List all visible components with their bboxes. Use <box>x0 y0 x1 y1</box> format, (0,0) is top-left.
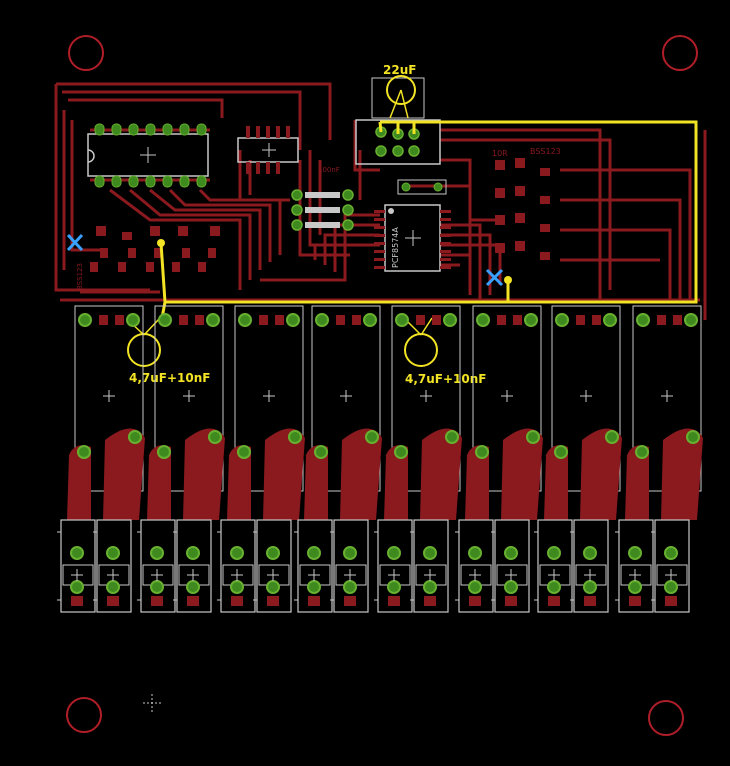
label-22uf: 22uF <box>383 63 416 77</box>
output-module-8 <box>615 305 703 613</box>
bss123-left-label: BSS123 <box>76 263 84 290</box>
mounting-hole-top-right <box>662 35 698 71</box>
origin-crosshair-icon <box>143 694 161 712</box>
annotation-circles <box>127 75 438 367</box>
transistor-bank-right: BSS123 10R <box>492 147 561 260</box>
mounting-hole-bottom-left <box>66 697 102 733</box>
output-module-5 <box>374 305 462 613</box>
resistor-row-middle: 100nF <box>291 166 354 231</box>
ic-pcf8574a: PCF8574A <box>374 204 451 272</box>
cap-circle-left <box>127 333 161 367</box>
no-connect-marker-left[interactable] <box>66 233 84 252</box>
label-cap-mid: 4,7uF+10nF <box>405 372 487 386</box>
mounting-hole-top-left <box>68 35 104 71</box>
output-module-4 <box>294 305 382 613</box>
10r-label: 10R <box>492 149 508 158</box>
output-module-1 <box>57 305 145 613</box>
ic-label: PCF8574A <box>391 227 400 268</box>
dip-chip-left <box>87 123 209 188</box>
100nf-label: 100nF <box>318 166 340 174</box>
output-module-7 <box>534 305 622 613</box>
mounting-hole-bottom-right <box>648 700 684 736</box>
output-module-row <box>57 305 703 613</box>
mounting-holes <box>66 35 698 736</box>
output-module-2 <box>137 305 225 613</box>
output-module-3 <box>217 305 305 613</box>
cap-circle-22uf <box>386 75 416 105</box>
no-connect-marker-right[interactable] <box>485 268 504 287</box>
bss123-right-label: BSS123 <box>530 147 561 156</box>
output-module-6 <box>455 305 543 613</box>
soic-chip-middle <box>237 126 299 174</box>
cap-circle-mid <box>404 333 438 367</box>
transistor-bank-left: BSS123 <box>76 226 220 290</box>
label-cap-left: 4,7uF+10nF <box>129 371 211 385</box>
connector-block-top <box>355 77 447 195</box>
